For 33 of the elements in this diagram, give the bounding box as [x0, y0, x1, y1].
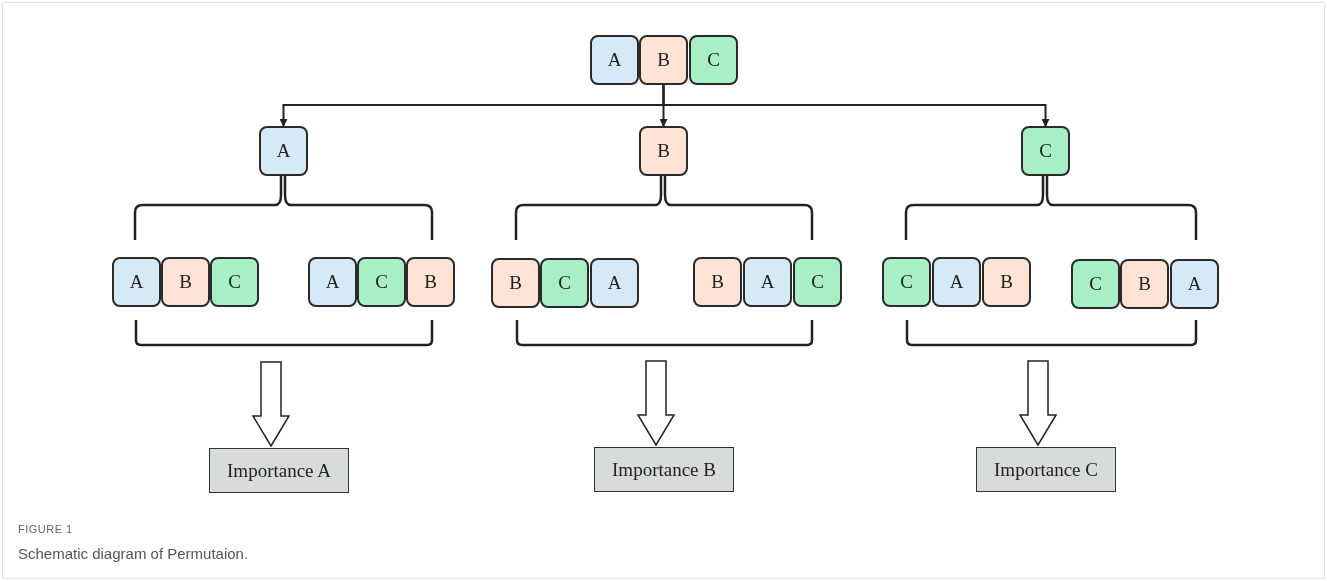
feature-box: B	[693, 257, 742, 307]
feature-box: B	[982, 257, 1031, 307]
feature-box: A	[112, 257, 161, 307]
arrow	[662, 84, 1050, 127]
hollow-arrow	[636, 360, 676, 447]
feature-box: A	[590, 258, 639, 308]
feature-box: B	[491, 258, 540, 308]
feature-box: C	[210, 257, 259, 307]
feature-box: B	[639, 35, 688, 85]
hollow-arrow	[251, 361, 291, 448]
feature-box: C	[540, 258, 589, 308]
feature-box: C	[1021, 126, 1070, 176]
hollow-arrow	[1018, 360, 1058, 447]
feature-box: A	[308, 257, 357, 307]
figure-caption: Schematic diagram of Permutaion.	[18, 545, 249, 562]
figure-number: FIGURE 1	[18, 523, 73, 535]
feature-box: A	[590, 35, 639, 85]
feature-box: C	[689, 35, 738, 85]
importance-box: Importance B	[594, 447, 734, 492]
feature-box: A	[1170, 259, 1219, 309]
feature-box: B	[1120, 259, 1169, 309]
feature-box: C	[1071, 259, 1120, 309]
feature-box: B	[406, 257, 455, 307]
feature-box: A	[259, 126, 308, 176]
feature-box: B	[639, 126, 688, 176]
importance-box: Importance C	[976, 447, 1116, 492]
importance-box: Importance A	[209, 448, 349, 493]
feature-box: B	[161, 257, 210, 307]
feature-box: A	[743, 257, 792, 307]
feature-box: A	[932, 257, 981, 307]
feature-box: C	[793, 257, 842, 307]
feature-box: C	[882, 257, 931, 307]
feature-box: C	[357, 257, 406, 307]
